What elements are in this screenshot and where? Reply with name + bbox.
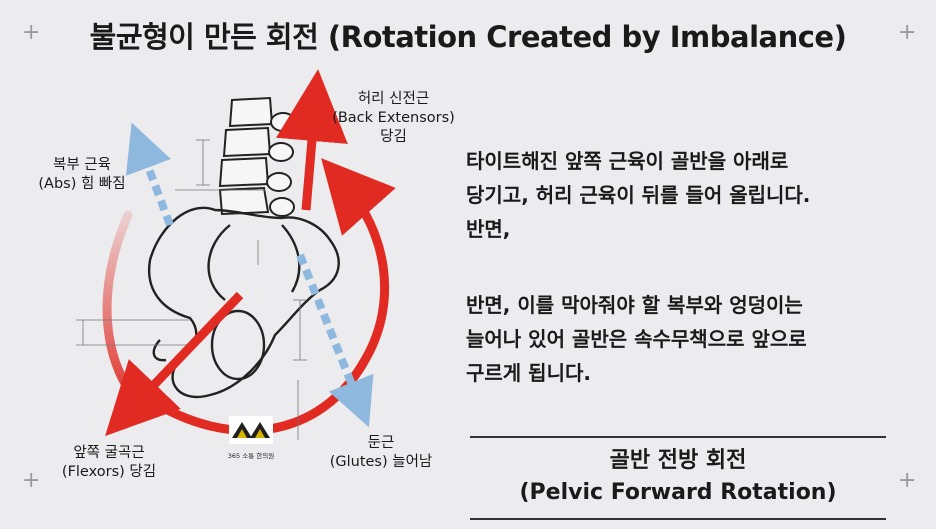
paragraph-1: 타이트해진 앞쪽 근육이 골반을 아래로 당기고, 허리 근육이 뒤를 들어 올… [466, 149, 811, 241]
paragraph-2: 반면, 이를 막아줘야 할 복부와 엉덩이는 늘어나 있어 골반은 속수무책으로… [466, 293, 807, 385]
crosshair-icon: + [22, 468, 41, 493]
label-glutes: 둔근 (Glutes) 늘어남 [329, 435, 433, 470]
clinic-logo: 365 소통 한의원 [226, 416, 276, 460]
pelvis-bone [147, 206, 340, 398]
flexors-arrow [105, 291, 244, 437]
label-flexors: 앞쪽 굴곡근 (Flexors) 당김 [61, 445, 157, 480]
crosshair-icon: + [898, 468, 917, 493]
glutes-stretch-arrow [296, 253, 374, 428]
divider [470, 436, 886, 438]
crosshair-icon: + [898, 20, 917, 45]
page-title: 불균형이 만든 회전 (Rotation Created by Imbalanc… [89, 20, 847, 54]
back-extensors-arrow [276, 69, 348, 211]
label-back-extensors: 허리 신전근 (Back Extensors) 당김 [332, 91, 455, 145]
subtitle-korean: 골반 전방 회전 [609, 448, 747, 473]
label-abs: 복부 근육 (Abs) 힘 빠짐 [38, 157, 126, 192]
subtitle-english: (Pelvic Forward Rotation) [519, 480, 837, 505]
abs-weak-arrow [125, 122, 174, 227]
divider [470, 518, 886, 520]
logo-mark-icon [229, 416, 273, 444]
measurement-lines [76, 139, 307, 440]
crosshair-icon: + [22, 20, 41, 45]
lumbar-spine [218, 96, 296, 217]
rotation-arc-bottom [147, 158, 396, 436]
logo-text: 365 소통 한의원 [227, 452, 275, 460]
rotation-arc-left [102, 210, 155, 420]
